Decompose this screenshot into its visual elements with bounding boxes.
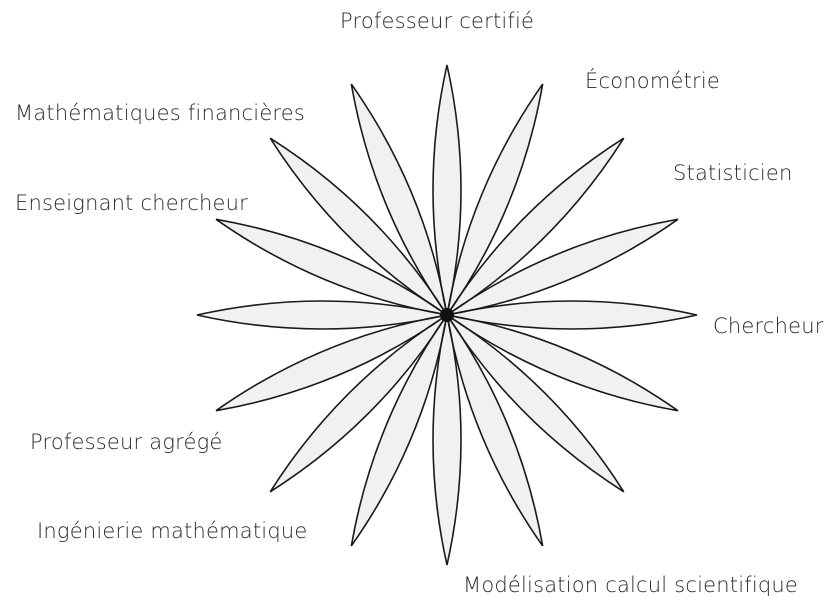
label-chercheur: Chercheur	[713, 314, 824, 338]
petal-14	[216, 219, 447, 315]
petal-1	[433, 65, 461, 315]
label-modelisation-calcul-scientifique: Modélisation calcul scientifique	[463, 573, 799, 597]
petal-outline-3	[446, 137, 625, 316]
petal-outline-12	[215, 314, 448, 412]
petal-outline-4	[446, 218, 679, 316]
petal-15	[270, 138, 447, 315]
petal-outline-6	[446, 314, 679, 412]
petal-13	[197, 301, 447, 329]
petal-9	[433, 315, 461, 565]
petal-outline-8	[446, 314, 544, 547]
petal-outline-9	[432, 314, 462, 566]
petal-group	[196, 64, 698, 566]
petal-3	[447, 138, 624, 315]
petal-7	[447, 315, 624, 492]
petal-10	[351, 315, 447, 546]
petal-6	[447, 315, 678, 411]
petal-12	[216, 315, 447, 411]
petal-4	[447, 219, 678, 315]
petal-outline-16	[350, 83, 448, 316]
petal-outline-11	[269, 314, 448, 493]
label-professeur-certifie: Professeur certifié	[340, 9, 535, 33]
petal-11	[270, 315, 447, 492]
petal-8	[447, 315, 543, 546]
label-ingenierie-mathematique: Ingénierie mathématique	[37, 519, 308, 543]
label-econometrie: Économétrie	[585, 69, 721, 93]
flower-center	[440, 308, 454, 322]
petal-outline-7	[446, 314, 625, 493]
petal-5	[447, 301, 697, 329]
label-mathematiques-financieres: Mathématiques financières	[15, 101, 306, 125]
petal-outline-2	[446, 83, 544, 316]
petal-outline-15	[269, 137, 448, 316]
petal-outline-13	[196, 300, 448, 330]
petal-outline-1	[432, 64, 462, 316]
petal-2	[447, 84, 543, 315]
petal-16	[351, 84, 447, 315]
label-professeur-agrege: Professeur agrégé	[30, 430, 223, 454]
petal-outline-5	[446, 300, 698, 330]
petal-outline-10	[350, 314, 448, 547]
label-statisticien: Statisticien	[673, 161, 793, 185]
label-enseignant-chercheur: Enseignant chercheur	[15, 191, 248, 215]
petal-outline-14	[215, 218, 448, 316]
